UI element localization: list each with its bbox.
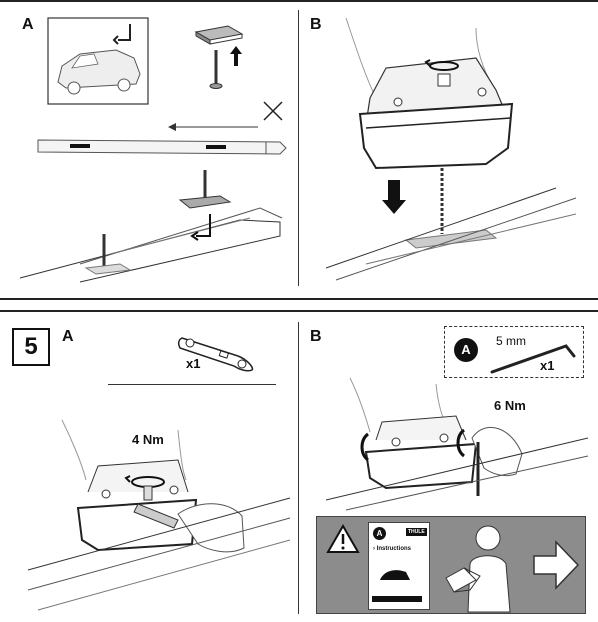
t-bolt-plate-icon <box>194 25 244 89</box>
car-illustration <box>47 17 149 105</box>
close-x-icon <box>263 101 283 121</box>
tightening-illustration-b <box>325 377 589 511</box>
torque-label-a: 4 Nm <box>132 432 164 447</box>
booklet-badge-icon: A <box>373 527 386 540</box>
vertical-divider-bottom <box>298 322 299 614</box>
booklet-brand: THULE <box>406 528 427 536</box>
tool-badge-icon: A <box>454 338 478 362</box>
arrow-left-icon <box>168 123 258 131</box>
booklet-title: › Instructions <box>373 546 412 552</box>
warning-triangle-icon <box>326 523 360 553</box>
panel-letter-b-bottom: B <box>310 328 322 345</box>
wrench-qty: x1 <box>186 356 201 371</box>
tool-separator <box>108 384 276 385</box>
top-border <box>0 0 598 2</box>
wrench-tool-icon <box>177 337 254 372</box>
end-cap-bar <box>37 139 287 155</box>
step-number: 5 <box>12 328 50 366</box>
section-divider <box>0 298 598 300</box>
booklet-product-icon <box>380 570 410 580</box>
panel-letter-a-bottom: A <box>62 328 74 345</box>
tool-box <box>444 326 584 378</box>
reading-person-icon <box>445 525 511 613</box>
tool-size: 5 mm <box>496 334 526 348</box>
booklet-footer <box>372 596 422 602</box>
foot-assembly-illustration <box>325 17 577 281</box>
roof-rail-install <box>19 170 283 283</box>
section-divider-2 <box>0 310 598 312</box>
hex-key-icon <box>490 344 576 374</box>
tool-qty-b: x1 <box>540 358 555 373</box>
tightening-illustration-a <box>27 419 291 611</box>
panel-letter-a-top: A <box>22 16 34 33</box>
torque-label-b: 6 Nm <box>494 398 526 413</box>
next-arrow-icon <box>533 540 580 590</box>
vertical-divider-top <box>298 10 299 286</box>
panel-letter-b-top: B <box>310 16 322 33</box>
